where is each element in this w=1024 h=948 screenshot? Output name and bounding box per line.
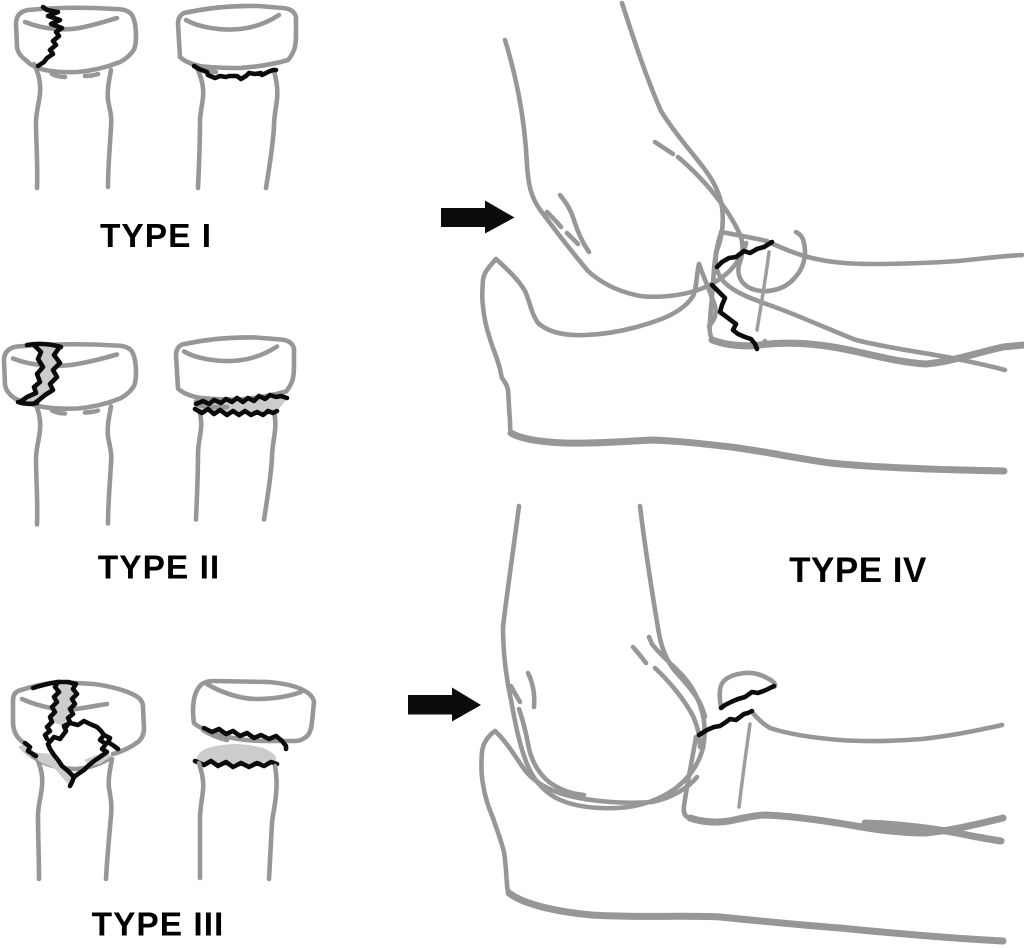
svg-text:TYPE I: TYPE I bbox=[100, 218, 212, 255]
svg-text:TYPE IV: TYPE IV bbox=[789, 551, 927, 590]
svg-text:TYPE II: TYPE II bbox=[98, 550, 220, 587]
svg-text:TYPE III: TYPE III bbox=[92, 907, 225, 944]
